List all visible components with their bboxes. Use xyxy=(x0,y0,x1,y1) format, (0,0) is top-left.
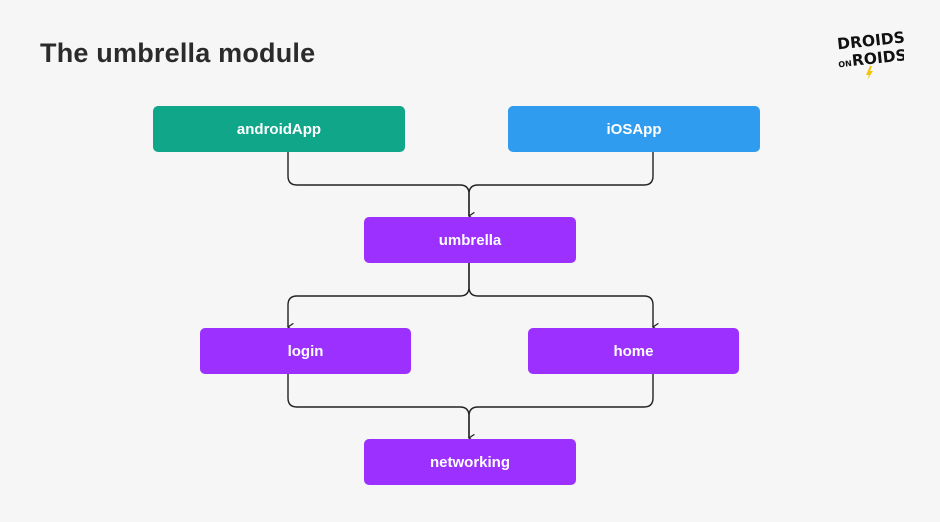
edge-login-networking xyxy=(287,374,469,438)
logo-line-2: ROIDS xyxy=(851,46,904,70)
edge-home-networking xyxy=(468,374,654,438)
droids-on-roids-logo: DROIDS ON ROIDS xyxy=(836,28,904,80)
node-iosapp: iOSApp xyxy=(508,106,760,152)
page-title: The umbrella module xyxy=(40,38,316,68)
node-home: home xyxy=(528,328,739,374)
node-umbrella: umbrella xyxy=(364,217,576,263)
node-login: login xyxy=(200,328,411,374)
node-androidapp: androidApp xyxy=(153,106,405,152)
edge-umbrella-home xyxy=(468,263,653,327)
logo-line-2-small: ON xyxy=(838,59,852,69)
edge-androidapp-umbrella xyxy=(287,152,469,216)
lightning-bolt-icon xyxy=(866,66,873,80)
edge-iosapp-umbrella xyxy=(468,152,654,216)
node-networking: networking xyxy=(364,439,576,485)
edge-umbrella-login xyxy=(288,263,470,327)
